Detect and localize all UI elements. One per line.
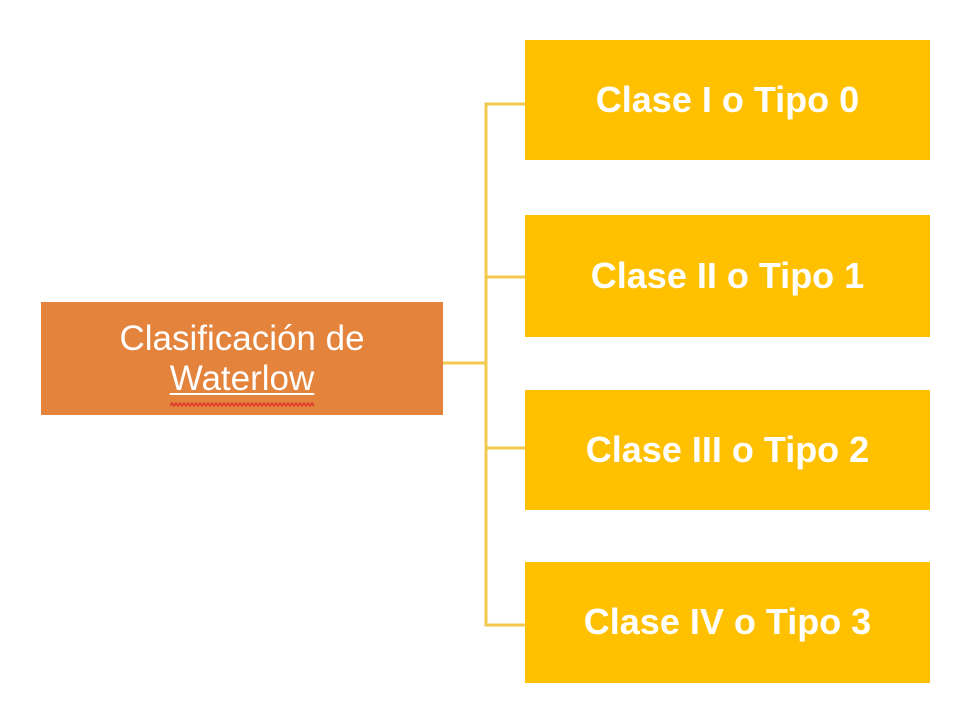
root-node-label-line2-misspelled: Waterlow	[169, 358, 315, 407]
root-node-label-line1: Clasificación de	[119, 319, 365, 359]
root-node-label-line2: Waterlow	[169, 358, 315, 398]
child-node-clase-iii[interactable]: Clase III o Tipo 2	[525, 390, 930, 510]
child-node-label: Clase III o Tipo 2	[585, 428, 870, 470]
child-node-clase-i[interactable]: Clase I o Tipo 0	[525, 40, 930, 160]
child-node-label: Clase II o Tipo 1	[590, 254, 865, 296]
spellcheck-squiggle-icon	[169, 401, 315, 407]
child-node-clase-iv[interactable]: Clase IV o Tipo 3	[525, 562, 930, 683]
child-node-label: Clase IV o Tipo 3	[583, 601, 872, 643]
child-node-clase-ii[interactable]: Clase II o Tipo 1	[525, 215, 930, 337]
child-node-label: Clase I o Tipo 0	[595, 78, 860, 120]
